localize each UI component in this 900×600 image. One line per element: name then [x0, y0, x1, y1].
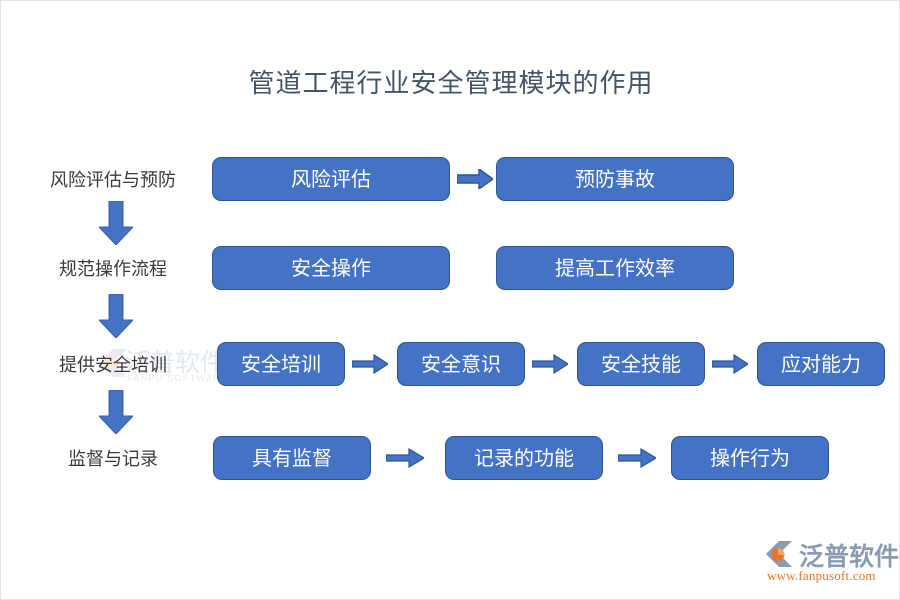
flow-row-2: 规范操作流程 安全操作 提高工作效率	[1, 246, 899, 292]
page-title: 管道工程行业安全管理模块的作用	[248, 69, 654, 98]
node-safe-operation[interactable]: 安全操作	[212, 246, 450, 290]
node-accident-prevention[interactable]: 预防事故	[496, 157, 734, 201]
arrow-right-icon-r4-2	[618, 448, 656, 468]
arrow-down-icon-1	[99, 201, 133, 245]
fanpu-logo: 泛普软件 www.fanpusoft.com	[763, 537, 899, 587]
node-has-supervision[interactable]: 具有监督	[213, 436, 371, 480]
arrow-right-icon-r3-2	[532, 354, 568, 374]
row-label-supervision-record: 监督与记录	[68, 449, 158, 469]
node-improve-efficiency[interactable]: 提高工作效率	[496, 246, 734, 290]
node-risk-assessment[interactable]: 风险评估	[212, 157, 450, 201]
node-safety-skills[interactable]: 安全技能	[577, 342, 705, 386]
flow-row-3: 提供安全培训 安全培训 安全意识 安全技能 应对能力	[1, 342, 899, 388]
node-record-function[interactable]: 记录的功能	[445, 436, 603, 480]
arrow-right-icon-r1-1	[457, 169, 493, 189]
node-operation-behavior[interactable]: 操作行为	[671, 436, 829, 480]
node-safety-awareness[interactable]: 安全意识	[397, 342, 525, 386]
node-safety-training[interactable]: 安全培训	[217, 342, 345, 386]
flow-row-4: 监督与记录 具有监督 记录的功能 操作行为	[1, 436, 899, 482]
arrow-right-icon-r3-3	[712, 354, 748, 374]
logo-url: www.fanpusoft.com	[767, 568, 876, 583]
arrow-down-icon-3	[99, 390, 133, 434]
row-label-risk-assessment: 风险评估与预防	[50, 170, 176, 190]
row-label-standard-procedure: 规范操作流程	[59, 259, 167, 279]
flow-row-1: 风险评估与预防 风险评估 预防事故	[1, 157, 899, 203]
logo-name-cn: 泛普软件	[799, 543, 900, 571]
arrow-down-icon-2	[99, 294, 133, 338]
node-response-capability[interactable]: 应对能力	[757, 342, 885, 386]
arrow-right-icon-r3-1	[352, 354, 388, 374]
arrow-right-icon-r4-1	[386, 448, 424, 468]
row-label-safety-training: 提供安全培训	[59, 355, 167, 375]
